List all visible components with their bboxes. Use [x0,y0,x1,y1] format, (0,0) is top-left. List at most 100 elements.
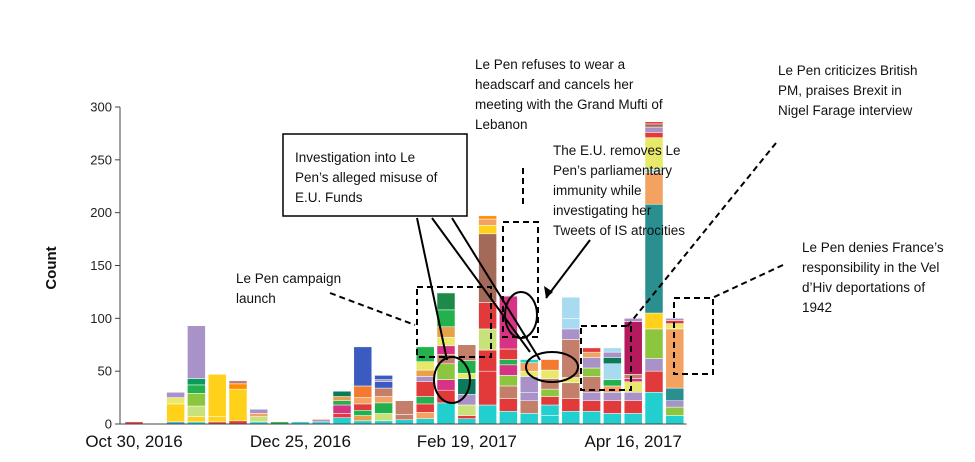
bar-segment [499,348,518,360]
bar-segment [582,351,601,358]
bar-segment [249,416,269,423]
bar-segment [644,203,664,314]
bar-segment [187,378,206,386]
bar-segment [540,378,560,390]
bar-segment [415,412,435,419]
bar-segment [561,382,581,399]
bar-segment [478,215,497,220]
bar-13 [395,400,414,425]
bar-15 [436,292,456,425]
velhiv-line [711,264,784,299]
bar-segment [436,337,456,347]
bar-segment [519,392,539,402]
bar-segment [665,415,685,425]
bar-segment [623,374,643,379]
bar-segment [519,362,539,372]
bar-segment [457,373,477,379]
bar-segment [644,392,664,425]
y-tick-label: 100 [90,311,112,326]
bar-segment [540,396,560,406]
bar-segment [374,396,393,404]
bar-segment [353,385,373,398]
x-tick-label: Oct 30, 2016 [85,432,182,451]
bar-segment [436,292,456,311]
bar-segment [582,367,601,377]
bar-segment [353,397,373,405]
bar-segment [395,414,414,421]
bar-segment [166,403,185,423]
bar-segment [415,381,435,397]
x-tick-label: Apr 16, 2017 [585,432,682,451]
bar-24 [623,318,643,425]
bar-segment [644,121,664,125]
bar-segment [374,402,393,414]
bar-segment [478,328,497,351]
bar-23 [603,347,622,425]
bar-segment [436,402,456,425]
bar-segment [374,413,393,422]
bar-segment [353,415,373,422]
bar-segment [478,370,497,406]
y-tick-label: 200 [90,205,112,220]
bar-segment [353,410,373,416]
bar-segment [187,393,206,407]
bar-segment [478,404,497,425]
bar-22 [582,347,601,425]
y-tick-label: 150 [90,258,112,273]
bar-segment [665,318,685,321]
bar-segment [665,387,685,402]
bar-segment [665,400,685,408]
bar-segment [603,347,622,353]
bar-segment [249,413,269,417]
bar-segment [603,400,622,414]
bar-segment [332,417,352,425]
bar-segment [187,405,206,417]
bar-segment [644,132,664,138]
bar-12 [374,375,393,425]
bar-segment [311,419,331,423]
bar-segment [436,363,456,380]
annotation-velhiv: Le Pen denies France’s responsibility in… [802,240,947,315]
bar-segment [374,379,393,382]
bar-segment [187,416,206,423]
bar-segment [415,346,435,362]
misuse-line-3 [451,217,541,361]
bar-5 [228,380,248,425]
bar-segment [374,381,393,389]
bar-segment [374,375,393,380]
y-tick-label: 300 [90,100,112,115]
bar-segment [499,375,518,387]
bar-segment [582,392,601,402]
bar-segment [457,415,477,419]
bar-segment [332,413,352,418]
annotation-immunity: The E.U. removes Le Pen’s parliamentary … [553,143,685,238]
bar-segment [166,397,185,405]
bar-segment [623,413,643,425]
bar-segment [478,302,497,330]
bar-segment [415,376,435,382]
bar-11 [353,346,373,425]
misuse-line-1 [416,217,448,361]
bar-segment [499,385,518,399]
bar-segment [353,346,373,387]
bar-segment [582,400,601,412]
bar-segment [207,374,227,417]
bar-segment [561,328,581,340]
bar-segment [561,296,581,319]
bar-segment [603,392,622,402]
bar-segment [644,358,664,372]
bar-14 [415,346,435,425]
bar-4 [207,374,227,425]
bar-segment [332,404,352,414]
bar-segment [540,359,560,371]
bar-segment [187,384,206,394]
annotation-brexit: Le Pen criticizes British PM, praises Br… [778,63,921,118]
bar-segment [603,351,622,358]
highlight-ellipse-misuse-2 [525,351,579,383]
highlight-box-headscarf [502,221,539,338]
bar-segment [582,357,601,369]
bar-segment [519,413,539,425]
bar-segment [540,388,560,397]
bar-segment [603,413,622,425]
